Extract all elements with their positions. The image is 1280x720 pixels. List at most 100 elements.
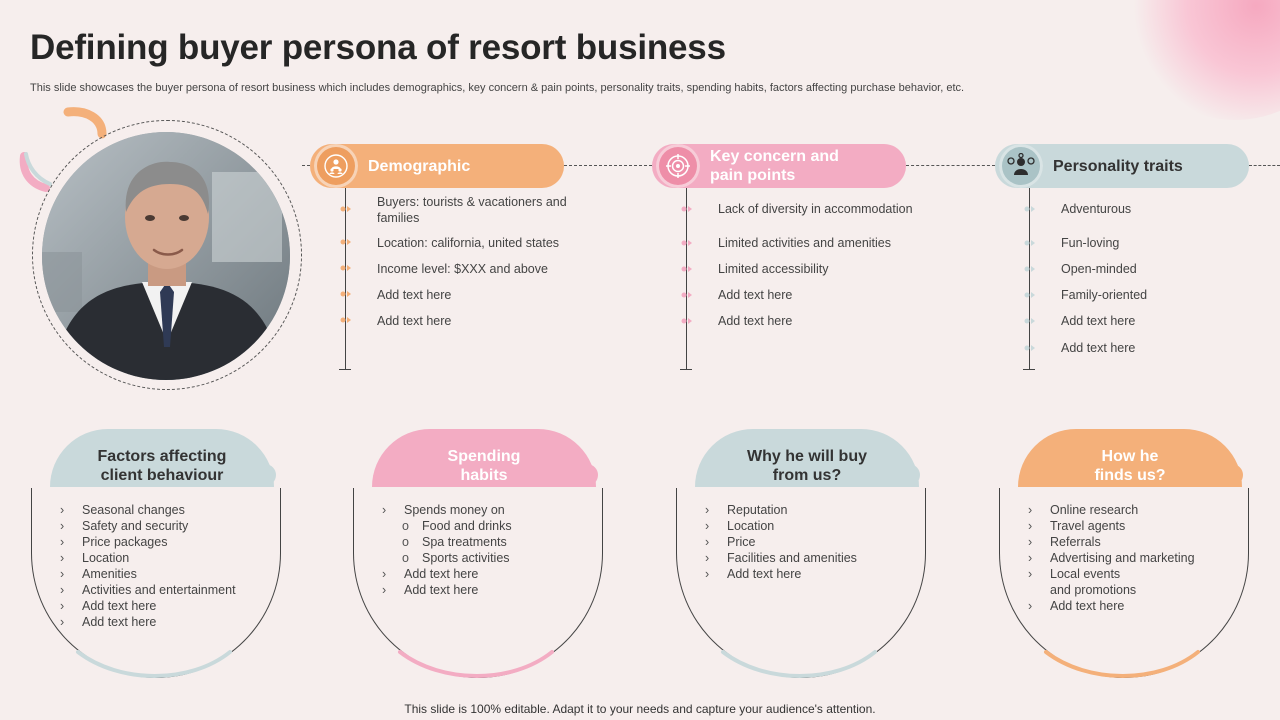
bullet-markers <box>340 206 351 323</box>
finds-title-line2: finds us? <box>1094 467 1166 484</box>
page-subtitle: This slide showcases the buyer persona o… <box>30 82 965 94</box>
bullet-marker <box>1024 318 1035 324</box>
bullet-marker <box>1024 240 1035 246</box>
decorative-swoosh <box>19 107 107 192</box>
finds-list: ›Online research ›Travel agents ›Referra… <box>1028 502 1195 614</box>
list-item-text: Facilities and amenities <box>727 551 857 565</box>
why-buy-title-line2: from us? <box>772 467 842 484</box>
list-item-text: Local events <box>1050 567 1121 581</box>
list-item-text: Safety and security <box>82 519 189 533</box>
chevron-right-icon: › <box>60 583 65 597</box>
list-item: Open-minded <box>1061 262 1137 276</box>
list-item: › Facilities and amenities <box>705 550 857 566</box>
chevron-right-icon: › <box>705 567 710 581</box>
chevron-right-icon: › <box>382 503 387 517</box>
factors-title-line1: Factors affecting <box>97 448 227 465</box>
circle-bullet-icon: o <box>402 519 409 533</box>
key-concern-label: Key concern and pain points <box>710 148 839 184</box>
bullet-marker <box>1024 292 1035 298</box>
list-item: Buyers: tourists & vacationers and famil… <box>377 195 567 225</box>
chevron-right-icon: › <box>60 615 65 629</box>
chevron-right-icon: › <box>60 535 65 549</box>
list-item: Add text here <box>718 288 793 302</box>
chevron-right-icon: › <box>60 567 65 581</box>
list-item: Family-oriented <box>1061 288 1148 302</box>
connector-line <box>302 165 310 166</box>
list-item: ›Seasonal changes <box>60 502 236 518</box>
list-item-text: Add text here <box>82 599 157 613</box>
finds-title-line1: How he <box>1101 448 1159 465</box>
target-icon <box>656 144 700 188</box>
bullet-marker <box>681 266 692 272</box>
timeline-tick <box>1023 369 1035 370</box>
timeline-line <box>686 188 687 370</box>
list-item-text: Price packages <box>82 535 168 549</box>
list-item-text: Spa treatments <box>422 535 507 549</box>
chevron-right-icon: › <box>382 567 387 581</box>
persona-photo <box>42 132 290 380</box>
connector-line <box>906 165 995 166</box>
list-item: ›Location <box>60 550 236 566</box>
arc-accent <box>76 650 232 678</box>
bullet-marker <box>1024 266 1035 272</box>
chevron-right-icon: › <box>1028 599 1033 613</box>
bullet-marker <box>1024 345 1035 351</box>
chevron-right-icon: › <box>705 519 710 533</box>
chevron-right-icon: › <box>1028 551 1033 565</box>
bullet-marker <box>1024 206 1035 212</box>
list-item-text: Amenities <box>82 567 137 581</box>
list-item: Limited activities and amenities <box>718 236 891 250</box>
list-item: and promotions <box>1028 582 1195 598</box>
list-item: o Spa treatments <box>382 534 512 550</box>
list-item-text: Sports activities <box>422 551 510 565</box>
list-item-text: and promotions <box>1050 583 1137 597</box>
list-item-text: Advertising and marketing <box>1050 551 1195 565</box>
list-item-text: Add text here <box>1050 599 1125 613</box>
list-item: ›Referrals <box>1028 534 1195 550</box>
person-ideas-icon <box>999 144 1043 188</box>
bullet-marker <box>340 265 351 271</box>
list-item: Fun-loving <box>1061 236 1120 250</box>
header-tab <box>230 464 276 486</box>
arc-accent <box>398 650 554 678</box>
connector-line <box>564 165 652 166</box>
chevron-right-icon: › <box>382 583 387 597</box>
chevron-right-icon: › <box>705 535 710 549</box>
circle-bullet-icon: o <box>402 551 409 565</box>
why-buy-list: ›Reputation ›Location ›Price ›Facilities… <box>705 502 857 582</box>
bullet-marker <box>340 239 351 245</box>
list-item-text: Referrals <box>1050 535 1101 549</box>
list-item: ›Add text here <box>382 566 512 582</box>
list-item: ›Price <box>705 534 857 550</box>
bullet-markers <box>1024 206 1035 351</box>
list-item: Add text here <box>718 314 793 328</box>
chevron-right-icon: › <box>705 551 710 565</box>
list-item: › Amenities <box>60 566 236 582</box>
list-item: › Price packages <box>60 534 236 550</box>
demographic-header: Demographic <box>310 144 564 188</box>
bullet-marker <box>681 206 692 212</box>
timeline-line <box>1029 188 1030 370</box>
list-item: ›Add text here <box>60 598 236 614</box>
chevron-right-icon: › <box>705 503 710 517</box>
list-item: › Reputation <box>705 502 857 518</box>
factors-header: Factors affecting client behaviour <box>50 429 274 487</box>
factors-title-line2: client behaviour <box>100 467 224 484</box>
list-item: ›Add text here <box>705 566 857 582</box>
list-item: ›Travel agents <box>1028 518 1195 534</box>
users-icon <box>314 144 358 188</box>
bullet-markers <box>681 206 692 324</box>
why-buy-title-line1: Why he will buy <box>746 448 867 465</box>
chevron-right-icon: › <box>60 551 65 565</box>
connector-line <box>1249 165 1280 166</box>
arc-accent <box>1044 650 1200 678</box>
list-item-text: Reputation <box>727 503 788 517</box>
list-item-text: Travel agents <box>1050 519 1126 533</box>
decorative-blob <box>1130 0 1280 120</box>
list-item: ›Safety and security <box>60 518 236 534</box>
list-item-text: Spends money on <box>404 503 505 517</box>
circle-bullet-icon: o <box>402 535 409 549</box>
list-item: Add text here <box>1061 314 1136 328</box>
